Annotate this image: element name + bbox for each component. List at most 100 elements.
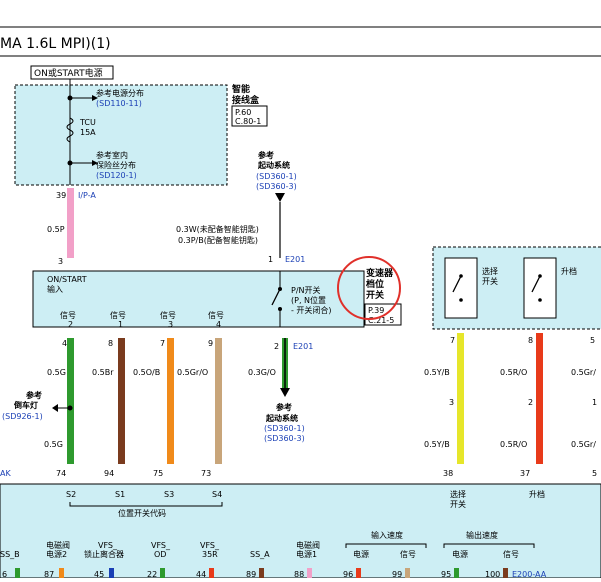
ref-fuse-text-2: 保险丝分布 xyxy=(96,160,136,170)
ss-a-label: SS_A xyxy=(250,550,270,559)
sol2-label-2: 电源2 xyxy=(46,549,67,559)
s1-label: S1 xyxy=(115,490,125,499)
bpin-95: 95 xyxy=(441,570,451,578)
pin-7: 7 xyxy=(160,339,165,348)
select-bottom-2: 开关 xyxy=(450,499,466,509)
in-power-label: 电源 xyxy=(353,549,369,559)
range-switch-box xyxy=(32,270,365,328)
signal-num-4: 4 xyxy=(216,320,221,329)
wire-note-2: 0.3P/B(配备智能钥匙) xyxy=(178,235,258,245)
ref-power-code: (SD110-11) xyxy=(96,99,142,108)
ref-fuse-code: (SD120-1) xyxy=(96,171,137,180)
bpin-100: 100 xyxy=(485,570,500,578)
fuse-name: TCU xyxy=(79,118,96,127)
arrow-down-icon xyxy=(275,193,285,202)
wire-note-1: 0.3W(未配备智能钥匙) xyxy=(176,224,259,234)
gauge-05ro: 0.5R/O xyxy=(500,368,527,377)
pin-73: 73 xyxy=(201,469,211,478)
gauge-05p: 0.5P xyxy=(47,225,65,234)
gauge-05gr: 0.5Gr/ xyxy=(571,368,596,377)
start-ref-b-2: 起动系统 xyxy=(265,413,298,423)
smart-junction-box xyxy=(14,84,228,186)
junction-page-2: C.80-1 xyxy=(235,117,261,126)
out-power-label: 电源 xyxy=(452,549,468,559)
connector-e200: E200-AA xyxy=(512,570,547,578)
input-speed-label: 输入速度 xyxy=(371,530,403,540)
power-label-box xyxy=(30,65,114,80)
switch-title-2: 输入 xyxy=(47,284,63,294)
ref-fuse-text-1: 参考室内 xyxy=(96,150,128,160)
start-ref-b-code-1: (SD360-1) xyxy=(264,424,305,433)
mid-pin-1: 1 xyxy=(592,398,597,407)
pink-wire xyxy=(67,188,74,258)
mid-pin-3: 3 xyxy=(449,398,454,407)
green-wire xyxy=(67,338,74,464)
vfs-35r-2: 35R xyxy=(202,550,218,559)
pin-5b: 5 xyxy=(592,469,597,478)
bracket xyxy=(69,502,223,507)
select-bottom-1: 选择 xyxy=(450,489,466,499)
signal-label-1: 信号 xyxy=(60,310,76,320)
pn-switch-icon xyxy=(271,288,281,306)
upshift-label: 升档 xyxy=(561,266,577,276)
signal-label-4: 信号 xyxy=(208,310,224,320)
tcm-box xyxy=(0,483,601,579)
fuse-icon xyxy=(66,117,74,143)
annotation-circle xyxy=(337,256,401,320)
bpin-96: 96 xyxy=(343,570,353,578)
vfs-od-1: VFS_ xyxy=(151,541,171,550)
ref-arrow-icon xyxy=(92,160,98,166)
pin-2: 2 xyxy=(274,342,279,351)
select-label-2: 开关 xyxy=(482,276,498,286)
gauge-05ob: 0.5O/B xyxy=(133,368,160,377)
pin-r7: 7 xyxy=(450,336,455,345)
yellow-wire xyxy=(457,333,464,464)
position-code-label: 位置开关代码 xyxy=(118,508,166,518)
pin-39: 39 xyxy=(56,191,66,200)
connector-ak: AK xyxy=(0,469,11,478)
signal-num-2: 2 xyxy=(68,320,73,329)
trans-label-1: 变速器 xyxy=(366,267,394,279)
gauge-03go: 0.3G/O xyxy=(248,368,276,377)
mid-pin-2: 2 xyxy=(528,398,533,407)
signal-label-2: 信号 xyxy=(110,310,126,320)
pin-74: 74 xyxy=(56,469,66,478)
out-signal-label: 信号 xyxy=(503,549,519,559)
backup-ref-2: 倒车灯 xyxy=(13,400,38,410)
gauge-05yb: 0.5Y/B xyxy=(424,368,450,377)
trans-label-2: 档位 xyxy=(366,278,384,290)
output-speed-label: 输出速度 xyxy=(466,530,498,540)
ss-b-label: SS_B xyxy=(0,550,20,559)
switch-title-1: ON/START xyxy=(47,275,87,284)
bpin-99: 99 xyxy=(392,570,402,578)
page-title: MA 1.6L MPI)(1) xyxy=(0,36,111,52)
backup-ref-code: (SD926-1) xyxy=(2,412,43,421)
connector-ipa: I/P-A xyxy=(78,191,96,200)
pin-94: 94 xyxy=(104,469,114,478)
pn-label-1: P/N开关 xyxy=(291,285,321,295)
pn-label-2: (P, N位置 xyxy=(291,295,326,305)
gauge-05g-2: 0.5G xyxy=(44,440,63,449)
sol1-label-1: 电磁阀 xyxy=(296,540,320,550)
arrow-left-icon xyxy=(52,404,58,412)
trans-label-3: 开关 xyxy=(366,289,384,301)
pin-4: 4 xyxy=(62,339,67,348)
upshift-switch-icon xyxy=(531,275,541,293)
signal-label-3: 信号 xyxy=(160,310,176,320)
connector-e201-b: E201 xyxy=(293,342,313,351)
pin-3: 3 xyxy=(58,257,63,266)
vfs-od-2: OD xyxy=(154,550,166,559)
s2-label: S2 xyxy=(66,490,76,499)
tan-wire xyxy=(215,338,222,464)
junction-page-1: P.60 xyxy=(235,108,251,117)
bpin-89: 89 xyxy=(246,570,256,578)
pin-r5: 5 xyxy=(590,336,595,345)
vfs-lock-1: VFS_ xyxy=(98,541,118,550)
s3-label: S3 xyxy=(164,490,174,499)
sol1-label-2: 电源1 xyxy=(296,549,317,559)
connector-e201: E201 xyxy=(285,255,305,264)
gauge-05ro-2: 0.5R/O xyxy=(500,440,527,449)
power-label: ON或START电源 xyxy=(34,67,103,79)
brown-wire xyxy=(118,338,125,464)
